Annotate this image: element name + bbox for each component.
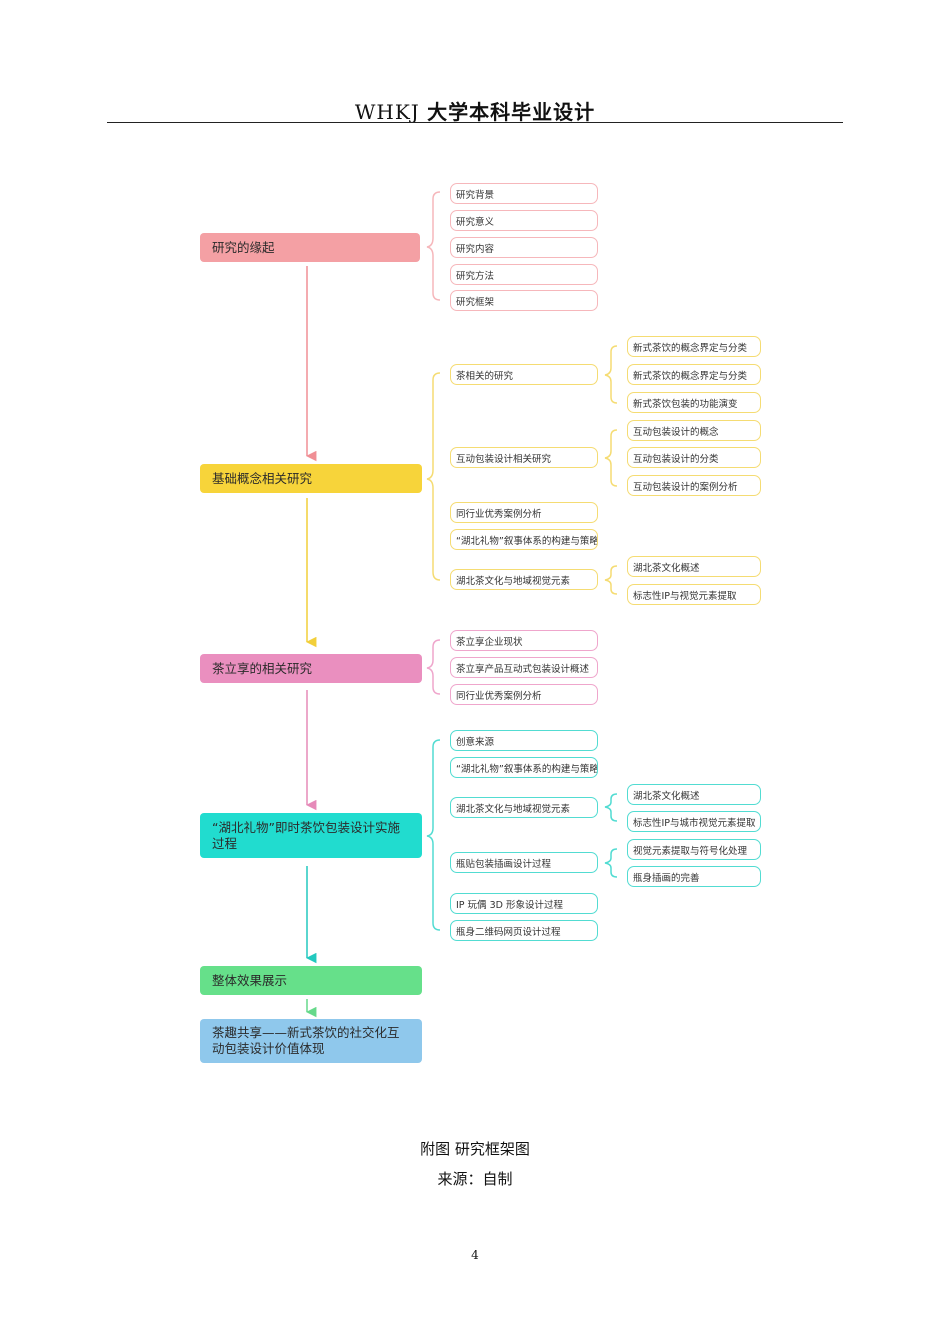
main-box-value-label: 茶趣共享——新式茶饮的社交化互动包装设计价值体现 <box>212 1025 400 1056</box>
item-tea-sub-3: 新式茶饮包装的功能演变 <box>627 392 761 413</box>
brace-s1 <box>426 191 441 301</box>
item-hubei-tea-culture: 湖北茶文化与地域视觉元素 <box>450 569 598 590</box>
figure-caption: 附图 研究框架图 <box>420 1140 530 1158</box>
main-box-origin: 研究的缘起 <box>200 233 420 262</box>
brace-s3 <box>426 639 441 695</box>
item-tea-sub-1: 新式茶饮的概念界定与分类 <box>627 336 761 357</box>
item-label-sub-2: 瓶身插画的完善 <box>627 866 761 887</box>
item-peer-cases-2: 同行业优秀案例分析 <box>450 684 598 705</box>
item-creative-source: 创意来源 <box>450 730 598 751</box>
header-rule <box>107 122 843 123</box>
figure-source: 来源：自制 <box>437 1170 513 1188</box>
page-header: WHKJ 大学本科毕业设计 <box>0 96 950 125</box>
main-box-basic-concepts-label: 基础概念相关研究 <box>212 470 313 486</box>
item-interactive-sub-1: 互动包装设计的概念 <box>627 420 761 441</box>
item-narrative-system: “湖北礼物”叙事体系的构建与策略 <box>450 529 598 550</box>
item-peer-cases: 同行业优秀案例分析 <box>450 502 598 523</box>
item-interactive-sub-2: 互动包装设计的分类 <box>627 447 761 468</box>
item-hubei-tea-culture-2: 湖北茶文化与地域视觉元素 <box>450 797 598 818</box>
item-research-background: 研究背景 <box>450 183 598 204</box>
header-prefix: WHKJ <box>354 100 420 124</box>
main-box-chalixiang-label: 茶立享的相关研究 <box>212 660 313 676</box>
item-product-interactive: 茶立享产品互动式包装设计概述 <box>450 657 598 678</box>
main-box-origin-label: 研究的缘起 <box>212 239 275 255</box>
item-research-method: 研究方法 <box>450 264 598 285</box>
main-box-chalixiang-research: 茶立享的相关研究 <box>200 654 422 683</box>
main-box-effect-display: 整体效果展示 <box>200 966 422 995</box>
item-interactive-sub-3: 互动包装设计的案例分析 <box>627 475 761 496</box>
item-label-sub-1: 视觉元素提取与符号化处理 <box>627 839 761 860</box>
page-number: 4 <box>471 1248 479 1262</box>
item-label-illustration: 瓶贴包装插画设计过程 <box>450 852 598 873</box>
item-research-content: 研究内容 <box>450 237 598 258</box>
main-box-value: 茶趣共享——新式茶饮的社交化互动包装设计价值体现 <box>200 1019 422 1063</box>
item-qr-webpage: 瓶身二维码网页设计过程 <box>450 920 598 941</box>
item-culture-sub-2: 标志性IP与视觉元素提取 <box>627 584 761 605</box>
item-culture-sub-3: 湖北茶文化概述 <box>627 784 761 805</box>
item-culture-sub-4: 标志性IP与城市视觉元素提取 <box>627 811 761 832</box>
item-tea-sub-2: 新式茶饮的概念界定与分类 <box>627 364 761 385</box>
brace-s2 <box>426 345 618 595</box>
main-box-basic-concepts: 基础概念相关研究 <box>200 464 422 493</box>
item-narrative-system-2: “湖北礼物”叙事体系的构建与策略 <box>450 757 598 778</box>
brace-s4 <box>426 739 618 931</box>
item-research-significance: 研究意义 <box>450 210 598 231</box>
item-company-status: 茶立享企业现状 <box>450 630 598 651</box>
item-research-framework: 研究框架 <box>450 290 598 311</box>
main-box-effect-label: 整体效果展示 <box>212 972 288 988</box>
header-title: 大学本科毕业设计 <box>427 100 596 124</box>
main-box-implementation-label: “湖北礼物”即时茶饮包装设计实施过程 <box>212 819 400 851</box>
item-culture-sub-1: 湖北茶文化概述 <box>627 556 761 577</box>
item-ip-doll-3d: IP 玩偶 3D 形象设计过程 <box>450 893 598 914</box>
item-tea-research: 茶相关的研究 <box>450 364 598 385</box>
item-interactive-packaging: 互动包装设计相关研究 <box>450 447 598 468</box>
main-box-implementation: “湖北礼物”即时茶饮包装设计实施过程 <box>200 813 422 858</box>
